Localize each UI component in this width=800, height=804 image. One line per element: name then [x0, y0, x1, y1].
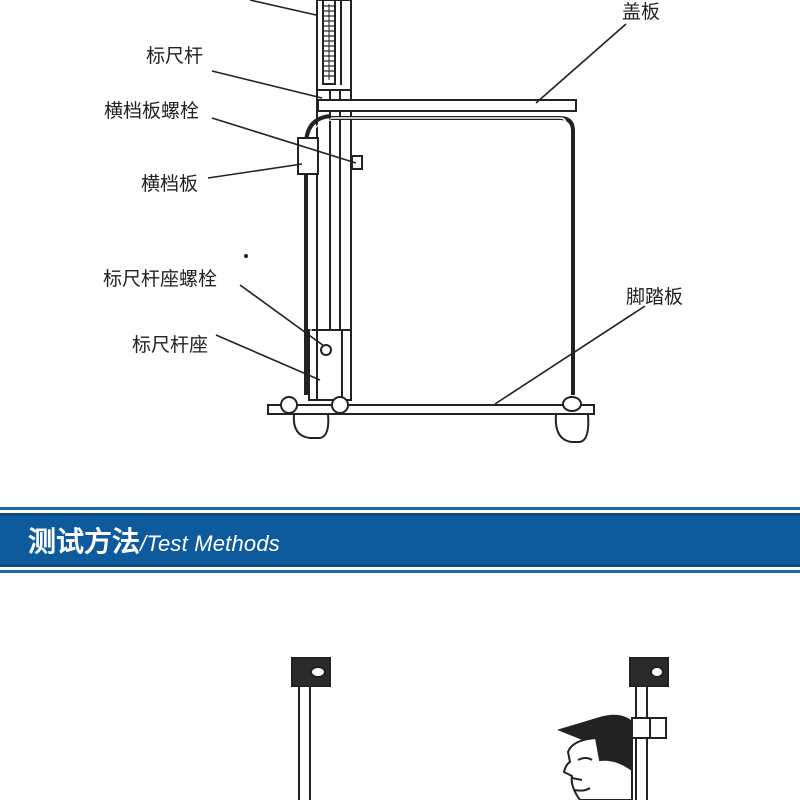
method-illustration — [0, 600, 800, 801]
stray-mark — [244, 254, 248, 258]
method-illustration-svg — [291, 657, 669, 801]
banner-strip-bottom — [0, 570, 800, 573]
banner-strip-top — [0, 507, 800, 510]
right-rod-drawing — [629, 657, 669, 800]
ruler-rod-drawing — [308, 0, 352, 401]
leader-lines — [207, 0, 646, 405]
section-subtitle: /Test Methods — [140, 531, 280, 556]
label-crossbar: 横档板 — [141, 173, 198, 195]
left-rod-drawing — [291, 657, 331, 800]
section-banner: 测试方法/Test Methods — [0, 513, 800, 567]
section-title: 测试方法/Test Methods — [28, 524, 280, 562]
structure-diagram-svg: 盖板 标尺杆 横档板螺栓 横档板 标尺杆座螺栓 标尺杆座 脚踏板 — [103, 0, 683, 443]
structure-diagram: 盖板 标尺杆 横档板螺栓 横档板 标尺杆座螺栓 标尺杆座 脚踏板 — [103, 0, 683, 443]
label-cover-plate: 盖板 — [622, 1, 660, 23]
label-crossbar-bolt: 横档板螺栓 — [104, 100, 199, 122]
label-ruler-rod: 标尺杆 — [146, 45, 203, 67]
foot-plate-drawing — [267, 396, 595, 443]
section-title-text: 测试方法 — [28, 525, 141, 558]
label-foot-plate: 脚踏板 — [626, 286, 683, 308]
label-rod-base-bolt: 标尺杆座螺栓 — [103, 268, 217, 290]
person-head-drawing — [556, 714, 633, 801]
label-rod-base: 标尺杆座 — [132, 334, 208, 356]
